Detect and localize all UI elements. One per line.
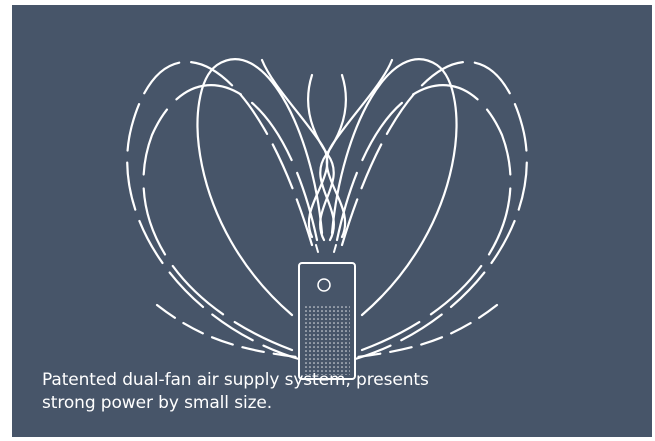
airflow-tail-left bbox=[155, 303, 299, 359]
air-purifier-airflow-icon bbox=[126, 58, 528, 380]
airflow-twist-a bbox=[260, 58, 329, 239]
airflow-twist-c bbox=[307, 73, 335, 242]
airflow-second-left bbox=[142, 84, 319, 352]
airflow-second-right bbox=[335, 84, 512, 352]
air-purifier-device-icon bbox=[298, 262, 356, 380]
airflow-inner-right bbox=[330, 58, 458, 317]
airflow-outlet-dash-right bbox=[333, 244, 337, 253]
caption-line-1: Patented dual-fan air supply system, pre… bbox=[42, 370, 429, 390]
caption-line-2: strong power by small size. bbox=[42, 393, 273, 413]
airflow-outer-right bbox=[340, 60, 528, 362]
airflow-inner-left bbox=[196, 58, 324, 317]
airflow-twist-d bbox=[319, 73, 347, 242]
feature-caption: Patented dual-fan air supply system, pre… bbox=[42, 369, 642, 415]
product-feature-banner: Patented dual-fan air supply system, pre… bbox=[12, 5, 652, 437]
airflow-tail-right bbox=[355, 303, 499, 359]
airflow-twist-b bbox=[325, 58, 394, 239]
airflow-outer-left bbox=[126, 60, 314, 362]
airflow-outlet-dash-left bbox=[315, 244, 319, 253]
